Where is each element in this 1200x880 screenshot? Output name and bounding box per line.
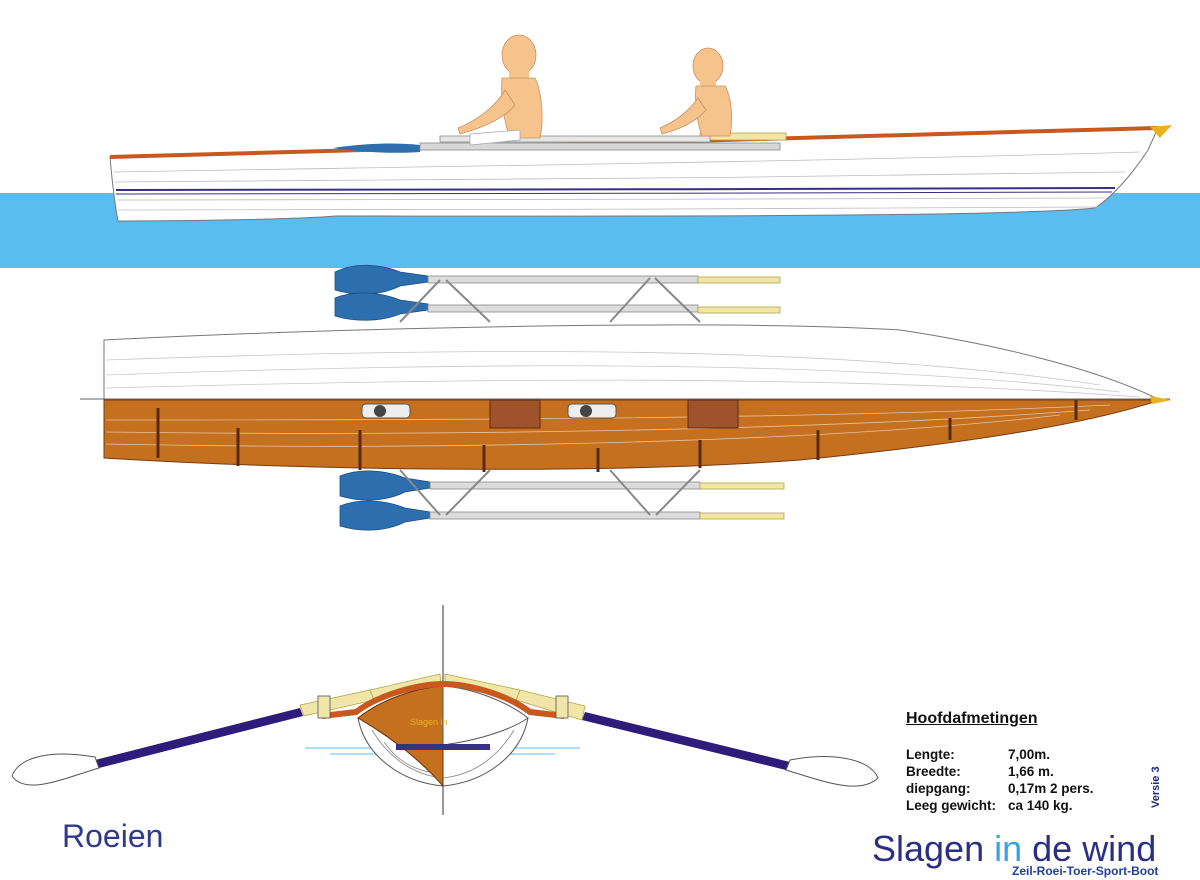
side-stripe <box>115 187 1116 191</box>
front-oar-left <box>95 708 303 768</box>
rowing-seat-2 <box>567 399 739 429</box>
hull-name: Slagen in <box>410 717 448 727</box>
side-view <box>0 34 1200 268</box>
brand-title: Slagen in de wind <box>872 828 1156 870</box>
bow-tip <box>1150 125 1172 138</box>
spec-label: Breedte: <box>906 764 961 779</box>
rower-2 <box>659 47 732 137</box>
spec-value: ca 140 kg. <box>1008 798 1073 813</box>
side-oar-blade <box>333 143 420 153</box>
rower-1 <box>457 34 543 146</box>
oars-top-lower <box>339 469 785 531</box>
spec-value: 7,00m. <box>1008 747 1051 762</box>
top-view <box>80 264 1172 531</box>
brand-part-1: Slagen <box>872 828 995 869</box>
rowing-seat-1 <box>361 399 541 429</box>
brand-part-3: de wind <box>1022 828 1157 869</box>
plan-hull-outer <box>103 324 1161 401</box>
front-blade-right <box>785 756 879 787</box>
oars-top-upper <box>334 264 781 323</box>
spec-row-width: Breedte: 1,66 m. <box>906 763 1136 780</box>
spec-row-weight: Leeg gewicht: ca 140 kg. <box>906 797 1136 814</box>
spec-value: 1,66 m. <box>1008 764 1054 779</box>
spec-label: diepgang: <box>906 781 971 796</box>
spec-value: 0,17m 2 pers. <box>1008 781 1094 796</box>
spec-row-length: Lengte: 7,00m. <box>906 746 1136 763</box>
brand-tagline: Zeil-Roei-Toer-Sport-Boot <box>1012 864 1159 878</box>
main-dimensions-title: Hoofdafmetingen <box>906 710 1038 727</box>
spec-label: Leeg gewicht: <box>906 798 997 813</box>
plan-hull-interior <box>103 399 1161 470</box>
brand-part-2: in <box>994 828 1023 869</box>
front-blade-left <box>11 753 100 786</box>
spec-row-draft: diepgang: 0,17m 2 pers. <box>906 780 1136 797</box>
side-gunwale <box>109 126 1159 159</box>
front-oar-right <box>582 712 790 770</box>
front-interior <box>357 685 444 788</box>
version-label: Versie 3 <box>1150 766 1162 808</box>
caption-rowing: Roeien <box>62 818 164 854</box>
main-dimensions-table: Hoofdafmetingen Lengte: 7,00m. Breedte: … <box>906 710 1136 814</box>
front-view: Slagen in <box>11 605 879 815</box>
spec-label: Lengte: <box>906 747 955 762</box>
